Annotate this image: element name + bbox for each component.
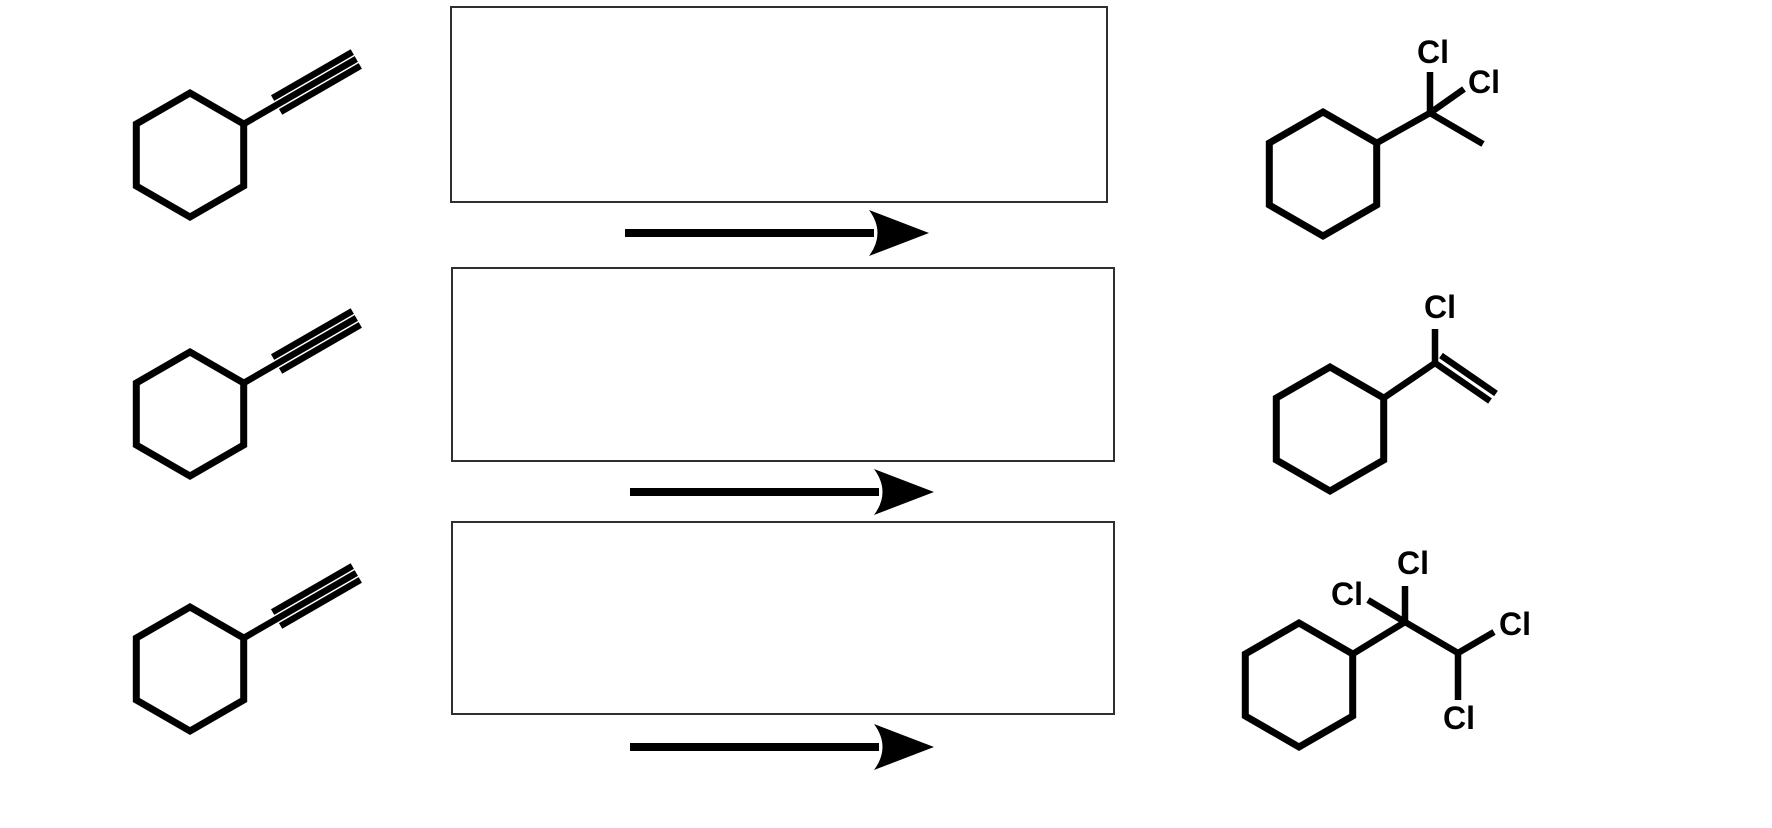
cyclohexane-ring bbox=[1265, 107, 1381, 241]
cl-bond-left bbox=[1366, 597, 1407, 625]
cl-bond-right bbox=[1428, 86, 1466, 116]
cyclohexane-ring bbox=[1241, 618, 1357, 752]
cl-bond-right bbox=[1456, 629, 1496, 656]
reaction-arrow-3 bbox=[630, 724, 934, 770]
cyclohexane-ring bbox=[132, 88, 248, 222]
product-structure-1: Cl Cl bbox=[1265, 34, 1500, 241]
c1-c2-bond bbox=[1403, 619, 1460, 656]
cyclohexane-ring bbox=[132, 602, 248, 736]
triple-bond bbox=[242, 49, 362, 127]
cl-label-top: Cl bbox=[1397, 545, 1429, 581]
reactant-structure-2 bbox=[132, 308, 362, 481]
ring-substituent-bond bbox=[1381, 360, 1437, 401]
answer-box-2[interactable] bbox=[451, 267, 1115, 462]
methyl-bond bbox=[1428, 110, 1485, 147]
triple-bond bbox=[242, 563, 362, 641]
product-structure-2: Cl bbox=[1272, 289, 1498, 496]
cl-label-top: Cl bbox=[1424, 289, 1456, 325]
cl-label-left: Cl bbox=[1331, 576, 1363, 612]
cyclohexane-ring bbox=[1272, 362, 1388, 496]
arrowhead-icon bbox=[874, 724, 934, 770]
reaction-arrow-1 bbox=[625, 210, 929, 256]
reaction-arrow-2 bbox=[630, 469, 934, 515]
ring-substituent-bond bbox=[1375, 110, 1432, 146]
triple-bond bbox=[242, 308, 362, 386]
cl-label-bottom: Cl bbox=[1443, 700, 1475, 736]
ring-substituent-bond bbox=[1351, 619, 1407, 657]
arrowhead-icon bbox=[874, 469, 934, 515]
product-structure-3: Cl Cl Cl Cl bbox=[1241, 545, 1531, 752]
arrowhead-icon bbox=[869, 210, 929, 256]
reactant-structure-1 bbox=[132, 49, 362, 222]
cl-label-right: Cl bbox=[1499, 606, 1531, 642]
cl-label-top: Cl bbox=[1417, 34, 1449, 70]
answer-box-1[interactable] bbox=[450, 6, 1108, 203]
cyclohexane-ring bbox=[132, 347, 248, 481]
answer-box-3[interactable] bbox=[451, 521, 1115, 715]
reactant-structure-3 bbox=[132, 563, 362, 736]
double-bond bbox=[1433, 352, 1498, 404]
cl-label-right: Cl bbox=[1468, 64, 1500, 100]
